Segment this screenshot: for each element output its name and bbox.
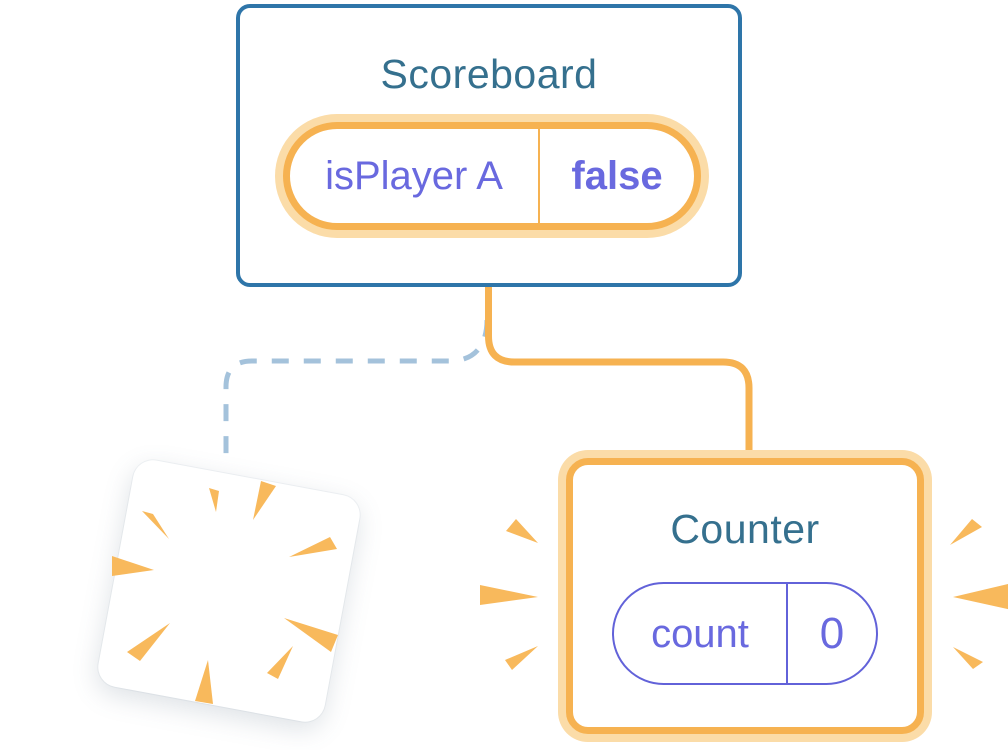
counter-state-name: count (651, 611, 749, 656)
scoreboard-title: Scoreboard (380, 51, 598, 97)
connector-scoreboard-to-counter (485, 281, 753, 462)
pill-divider (786, 584, 788, 683)
impact-wedges-right-icon (950, 519, 1008, 669)
counter-state-value: 0 (819, 608, 845, 658)
destroyed-component-card (94, 456, 364, 726)
scoreboard-state-name: isPlayer A (325, 154, 503, 198)
scoreboard-state-pill: isPlayer A false (283, 122, 701, 230)
impact-wedges-left-icon (480, 519, 538, 670)
counter-card: Counter count 0 (566, 458, 924, 734)
scoreboard-state-value: false (571, 154, 663, 198)
pill-divider (538, 129, 540, 223)
scoreboard-card: Scoreboard isPlayer A false (236, 4, 742, 287)
counter-state-pill: count 0 (612, 582, 878, 685)
connector-removed-dashed (223, 319, 490, 464)
counter-title: Counter (670, 506, 820, 552)
